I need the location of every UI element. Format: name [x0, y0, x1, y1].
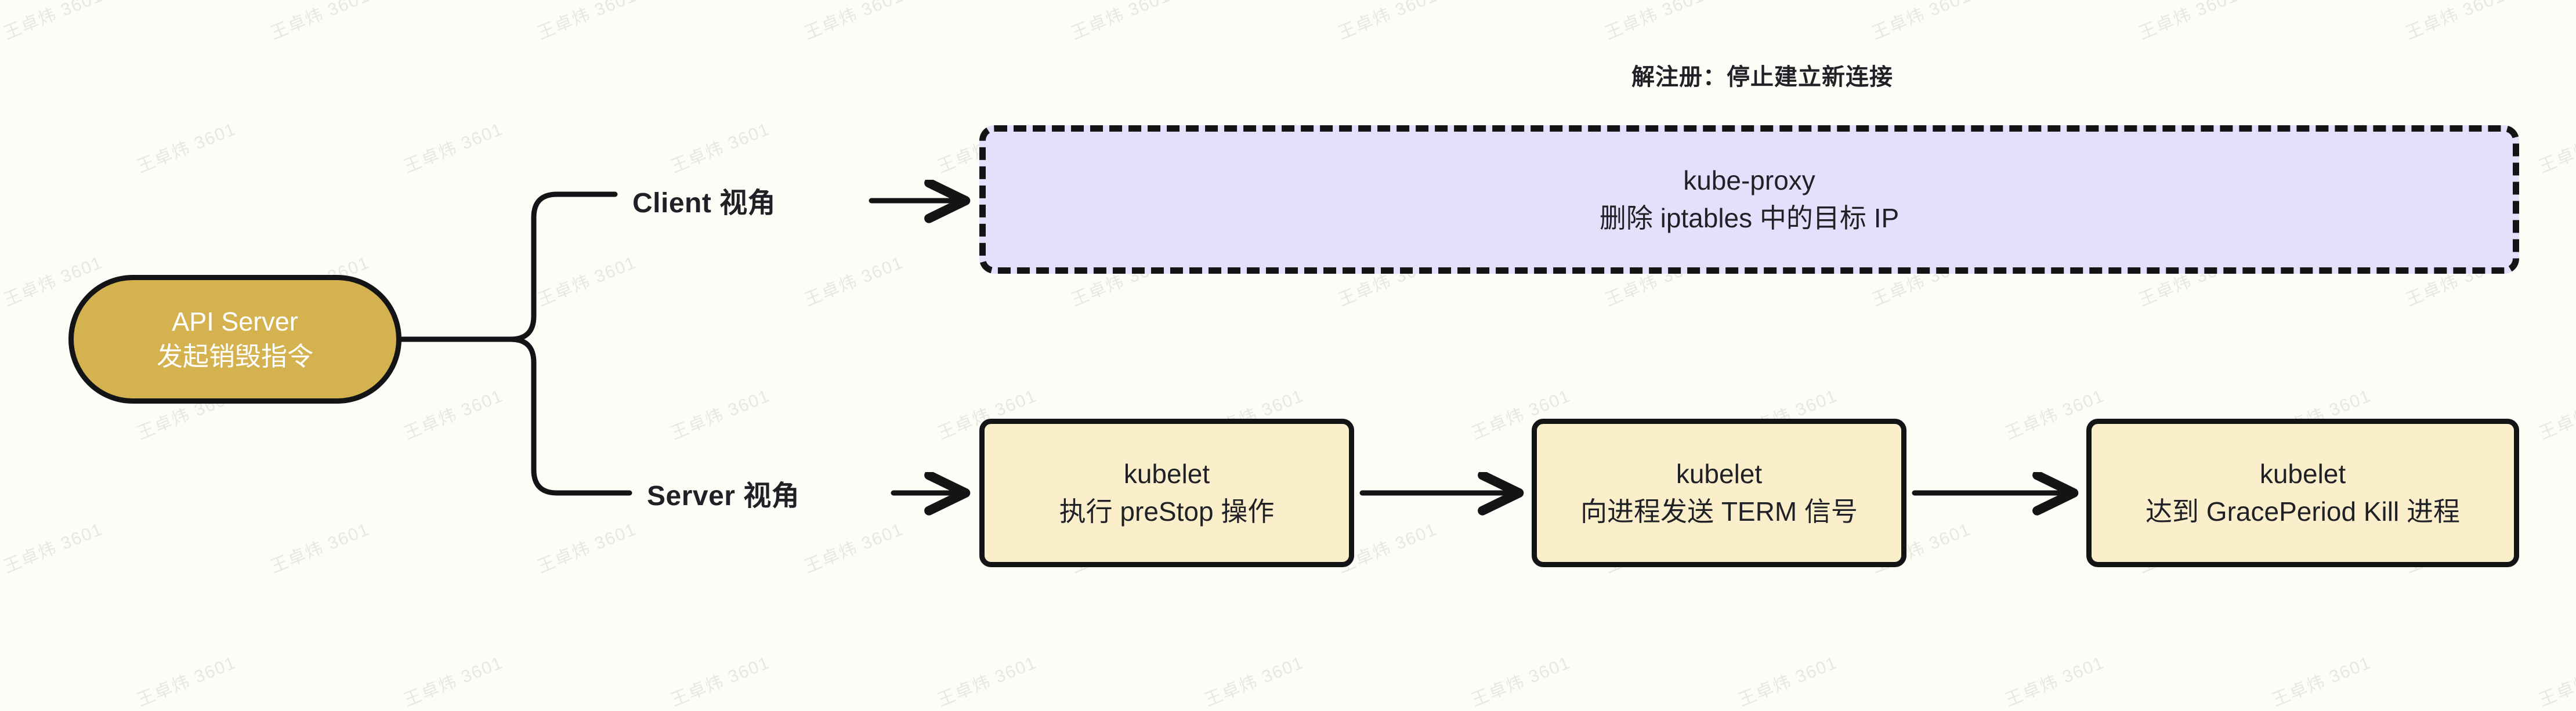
node-api-server-line1: API Server [172, 306, 298, 336]
connector-split-upper [508, 191, 618, 342]
section-heading: 解注册：停止建立新连接 [1631, 64, 1893, 90]
node-api-server-line2: 发起销毁指令 [156, 342, 313, 371]
node-kubelet-term-signal-line2: 向进程发送 TERM 信号 [1580, 496, 1858, 527]
node-api-server[interactable]: API Server 发起销毁指令 [68, 275, 401, 404]
node-kube-proxy-line2: 删除 iptables 中的目标 IP [1599, 203, 1900, 233]
watermark-text: 王卓炜 3601 [1202, 653, 1307, 710]
node-kube-proxy[interactable]: kube-proxy 删除 iptables 中的目标 IP [979, 125, 2519, 274]
watermark-text: 王卓炜 3601 [401, 653, 506, 710]
watermark-text: 王卓炜 3601 [1735, 653, 1840, 710]
watermark-text: 王卓炜 3601 [2002, 653, 2107, 710]
node-kubelet-prestop[interactable]: kubelet 执行 preStop 操作 [979, 419, 1354, 567]
node-kubelet-prestop-line2: 执行 preStop 操作 [1059, 496, 1275, 527]
watermark-text: 王卓炜 3601 [1468, 653, 1573, 710]
branch-label-server: Server 视角 [647, 481, 800, 512]
node-kubelet-graceperiod-kill[interactable]: kubelet 达到 GracePeriod Kill 进程 [2086, 419, 2519, 567]
node-kube-proxy-line1: kube-proxy [1683, 165, 1815, 195]
branch-label-client: Client 视角 [632, 188, 776, 219]
node-kubelet-term-signal-line1: kubelet [1676, 458, 1763, 489]
watermark-text: 王卓炜 3601 [134, 653, 239, 710]
node-kubelet-graceperiod-kill-line2: 达到 GracePeriod Kill 进程 [2146, 496, 2460, 527]
diagram-stage: 解注册：停止建立新连接 API Server 发起销毁指令 Client 视角 … [68, 64, 2519, 567]
node-kubelet-graceperiod-kill-line1: kubelet [2259, 458, 2346, 489]
connector-split-lower [508, 336, 632, 496]
watermark-text: 王卓炜 3601 [935, 653, 1040, 710]
watermark-text: 王卓炜 3601 [2536, 653, 2576, 710]
watermark-text: 王卓炜 3601 [668, 653, 773, 710]
node-kubelet-prestop-line1: kubelet [1123, 458, 1210, 489]
node-kubelet-term-signal[interactable]: kubelet 向进程发送 TERM 信号 [1532, 419, 1906, 567]
watermark-text: 王卓炜 3601 [2269, 653, 2374, 710]
